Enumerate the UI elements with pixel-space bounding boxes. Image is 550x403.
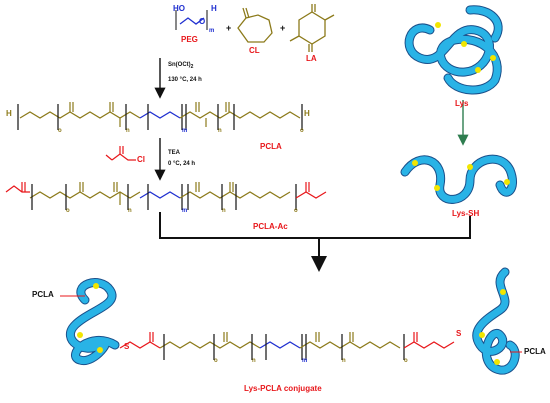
cl-label: CL: [249, 46, 260, 55]
step2-base: TEA: [168, 150, 180, 156]
pcla-label: PCLA: [260, 142, 282, 151]
lys-sh-protein: [400, 154, 518, 204]
pclaac-sub-m: m: [182, 208, 188, 214]
pclaac-sub-n2: n: [222, 208, 226, 214]
pcla-sub-m: m: [182, 128, 188, 134]
peg-m-text: m: [209, 28, 215, 34]
conjugate-s-left: S: [124, 342, 130, 351]
pclaac-sub-o2: o: [294, 208, 298, 214]
plus-sign-1: +: [226, 23, 232, 33]
merge-bracket: [159, 212, 471, 272]
peg-label: PEG: [181, 35, 198, 44]
conjugate-s-right: S: [456, 329, 462, 338]
lys-label: Lys: [455, 99, 469, 108]
pclaac-sub-n1: n: [128, 208, 132, 214]
pcla-ac-chain: [5, 182, 327, 210]
pcla-ac-label: PCLA-Ac: [253, 222, 288, 231]
conjugate-pcla-left: PCLA: [32, 290, 54, 299]
conjugate-right-protein: [472, 267, 520, 375]
step2-conditions: 0 °C, 24 h: [168, 161, 196, 167]
conj-sub-n1: n: [252, 358, 256, 364]
conjugate-left-protein: [65, 278, 120, 365]
acryloyl-chloride: [105, 146, 136, 161]
pcla-sub-n1: n: [126, 128, 130, 134]
peg-o-text: O: [199, 17, 206, 26]
peg-h-text: H: [211, 4, 217, 13]
acryloyl-cl-text: Cl: [137, 155, 145, 164]
pcla-sub-o2: o: [300, 128, 304, 134]
lys-sh-label: Lys-SH: [452, 209, 480, 218]
pcla-sub-o1: o: [58, 128, 62, 134]
conj-sub-o2: o: [404, 358, 408, 364]
pcla-sub-n2: n: [218, 128, 222, 134]
step1-catalyst: Sn(OCt)2: [168, 62, 194, 71]
peg-structure: [175, 10, 208, 30]
pcla-h-start: H: [6, 109, 12, 118]
conjugate-label: Lys-PCLA conjugate: [244, 384, 322, 393]
peg-ho-text: HO: [173, 4, 185, 13]
la-label: LA: [306, 54, 317, 63]
pclaac-sub-o1: o: [66, 208, 70, 214]
step1-catalyst-sub: 2: [190, 64, 194, 71]
pcla-chain: [17, 102, 303, 130]
step1-conditions: 130 °C, 24 h: [168, 77, 202, 83]
pcla-h-end: H: [304, 109, 310, 118]
conjugate-pcla-right: PCLA: [524, 347, 546, 356]
conjugate-chain: [119, 332, 455, 360]
plus-sign-2: +: [280, 23, 286, 33]
cl-ring: [237, 7, 273, 43]
conj-sub-o1: o: [214, 358, 218, 364]
la-ring: [289, 4, 335, 52]
conj-sub-m: m: [302, 358, 308, 364]
lys-protein: [404, 5, 503, 95]
conj-sub-n2: n: [342, 358, 346, 364]
